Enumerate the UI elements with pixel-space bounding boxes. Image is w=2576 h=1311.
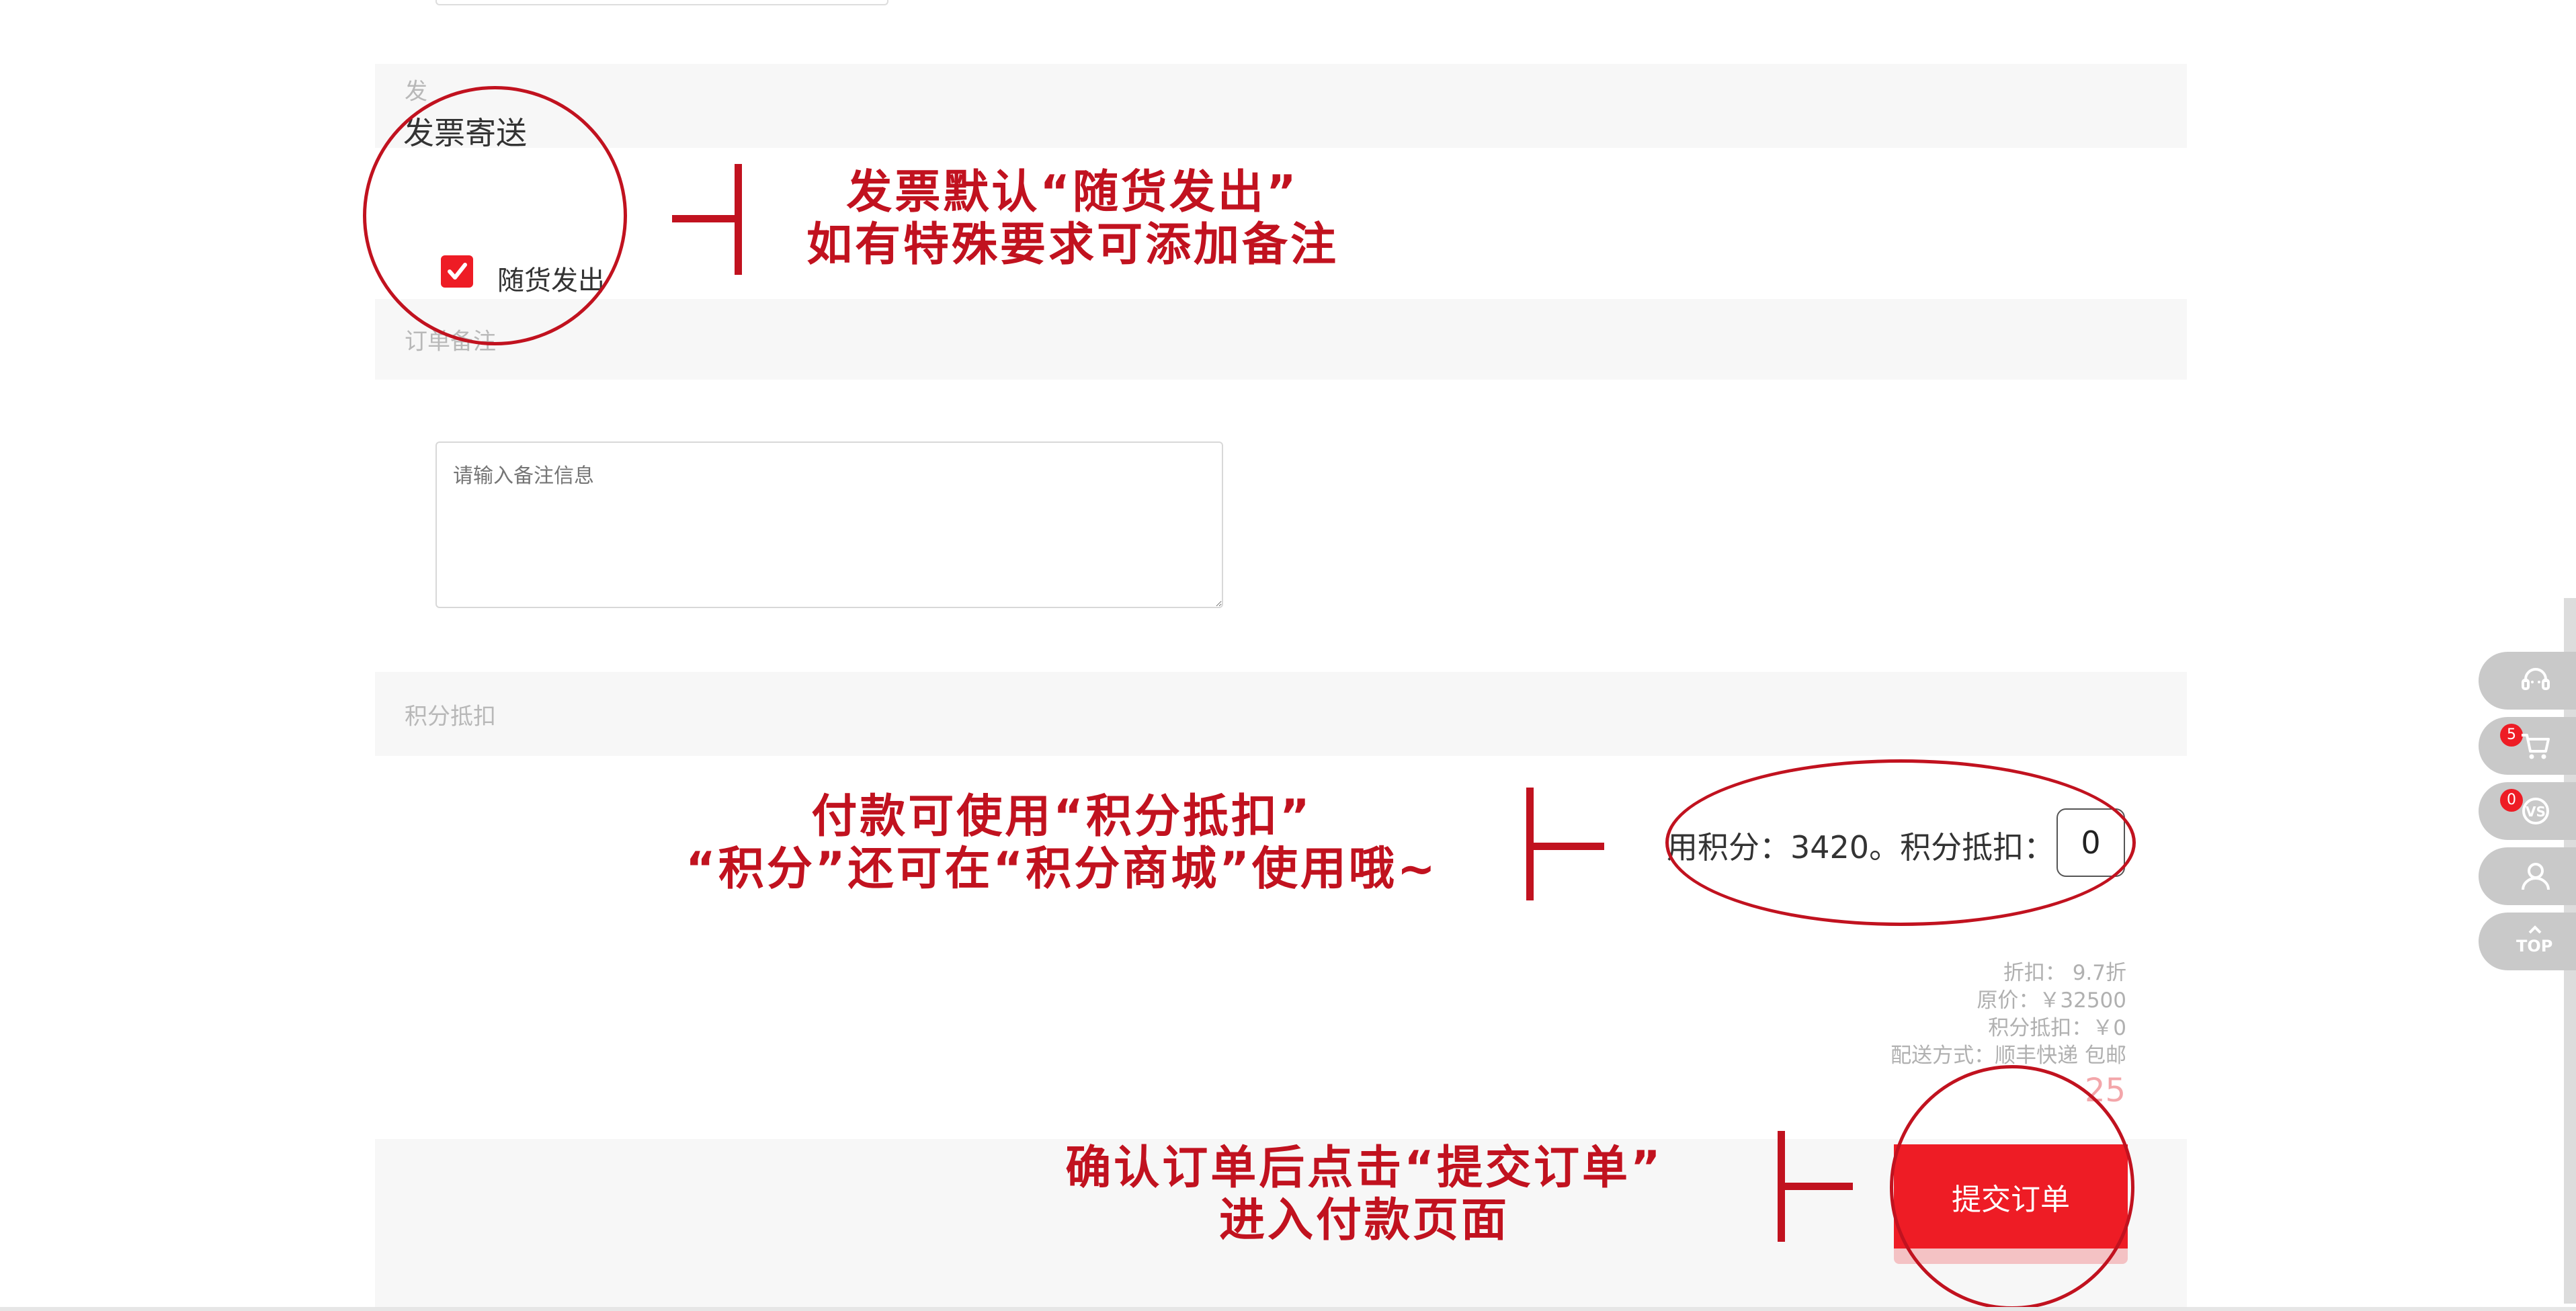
summary-original-price: 原价：￥32500 xyxy=(1977,988,2126,1013)
compare-badge: 0 xyxy=(2500,789,2523,812)
previous-input-edge xyxy=(435,0,888,5)
invoice-pointer-vertical xyxy=(735,164,742,275)
previous-section xyxy=(375,0,2187,64)
invoice-annotation-line1: 发票默认“随货发出” xyxy=(846,166,1299,219)
invoice-annotation-line2: 如有特殊要求可添加备注 xyxy=(806,218,1339,271)
submit-annotation-line1: 确认订单后点击“提交订单” xyxy=(1065,1142,1663,1195)
svg-text:VS: VS xyxy=(2526,804,2546,820)
top-icon xyxy=(2528,925,2542,934)
user-center-button[interactable] xyxy=(2479,847,2576,905)
cart-icon xyxy=(2522,734,2550,759)
points-pointer-horizontal xyxy=(1526,843,1604,850)
points-annotation-line2: “积分”还可在“积分商城”使用哦~ xyxy=(685,843,1438,896)
compare-icon: VS xyxy=(2522,798,2549,824)
invoice-highlight-circle xyxy=(363,86,627,345)
points-header: 积分抵扣 xyxy=(375,672,2187,756)
invoice-delivery-header: 发 xyxy=(375,64,2187,148)
summary-shipping: 配送方式：顺丰快递 包邮 xyxy=(1891,1044,2126,1068)
submit-annotation: 确认订单后点击“提交订单” 进入付款页面 xyxy=(1048,1142,1680,1247)
back-to-top-button[interactable]: TOP xyxy=(2479,913,2576,970)
points-annotation: 付款可使用“积分抵扣” “积分”还可在“积分商城”使用哦~ xyxy=(679,791,1445,896)
bottom-divider xyxy=(0,1307,2576,1311)
invoice-delivery-body xyxy=(375,148,2187,299)
user-icon xyxy=(2522,863,2550,890)
order-summary: 折扣： 9.7折 原价：￥32500 积分抵扣：￥0 配送方式：顺丰快递 包邮 xyxy=(1891,960,2126,1070)
order-remark-header: 订单备注 xyxy=(375,299,2187,380)
points-highlight-ellipse xyxy=(1665,759,2136,926)
compare-button[interactable]: 0 VS xyxy=(2479,782,2576,840)
submit-highlight-circle xyxy=(1890,1065,2134,1310)
order-remark-textarea[interactable] xyxy=(435,441,1223,608)
back-to-top-label: TOP xyxy=(2516,937,2553,956)
cart-badge: 5 xyxy=(2500,724,2523,747)
invoice-faded-title: 发 xyxy=(405,78,427,105)
customer-service-icon xyxy=(2522,668,2550,690)
submit-bar xyxy=(375,1139,2187,1311)
points-annotation-line1: 付款可使用“积分抵扣” xyxy=(811,790,1313,843)
summary-points-deduct: 积分抵扣：￥0 xyxy=(1988,1016,2126,1040)
submit-pointer-horizontal xyxy=(1778,1183,1853,1190)
customer-service-button[interactable] xyxy=(2479,652,2576,710)
cart-button[interactable]: 5 xyxy=(2479,717,2576,775)
submit-annotation-line2: 进入付款页面 xyxy=(1218,1194,1509,1247)
invoice-pointer-horizontal xyxy=(672,215,742,222)
summary-discount: 折扣： 9.7折 xyxy=(2003,961,2126,985)
invoice-annotation: 发票默认“随货发出” 如有特殊要求可添加备注 xyxy=(806,167,1339,271)
points-title: 积分抵扣 xyxy=(405,703,496,730)
